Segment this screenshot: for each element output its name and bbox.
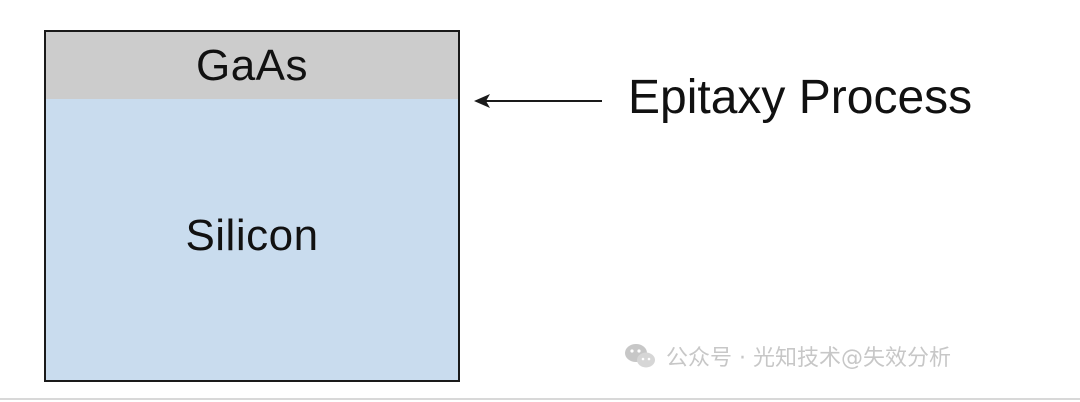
silicon-substrate-label: Silicon	[185, 210, 319, 260]
bottom-divider	[0, 398, 1080, 400]
gaas-layer: GaAs	[44, 30, 460, 101]
epitaxy-process-label: Epitaxy Process	[628, 71, 973, 124]
silicon-substrate: Silicon	[44, 99, 460, 382]
watermark-text: 公众号 · 光知技术@失效分析	[666, 346, 951, 371]
wechat-icon	[625, 344, 655, 368]
watermark: 公众号 · 光知技术@失效分析	[624, 340, 951, 372]
layer-stack: GaAs Silicon	[44, 30, 460, 382]
gaas-layer-label: GaAs	[195, 40, 309, 90]
left-arrow-icon	[474, 94, 602, 108]
